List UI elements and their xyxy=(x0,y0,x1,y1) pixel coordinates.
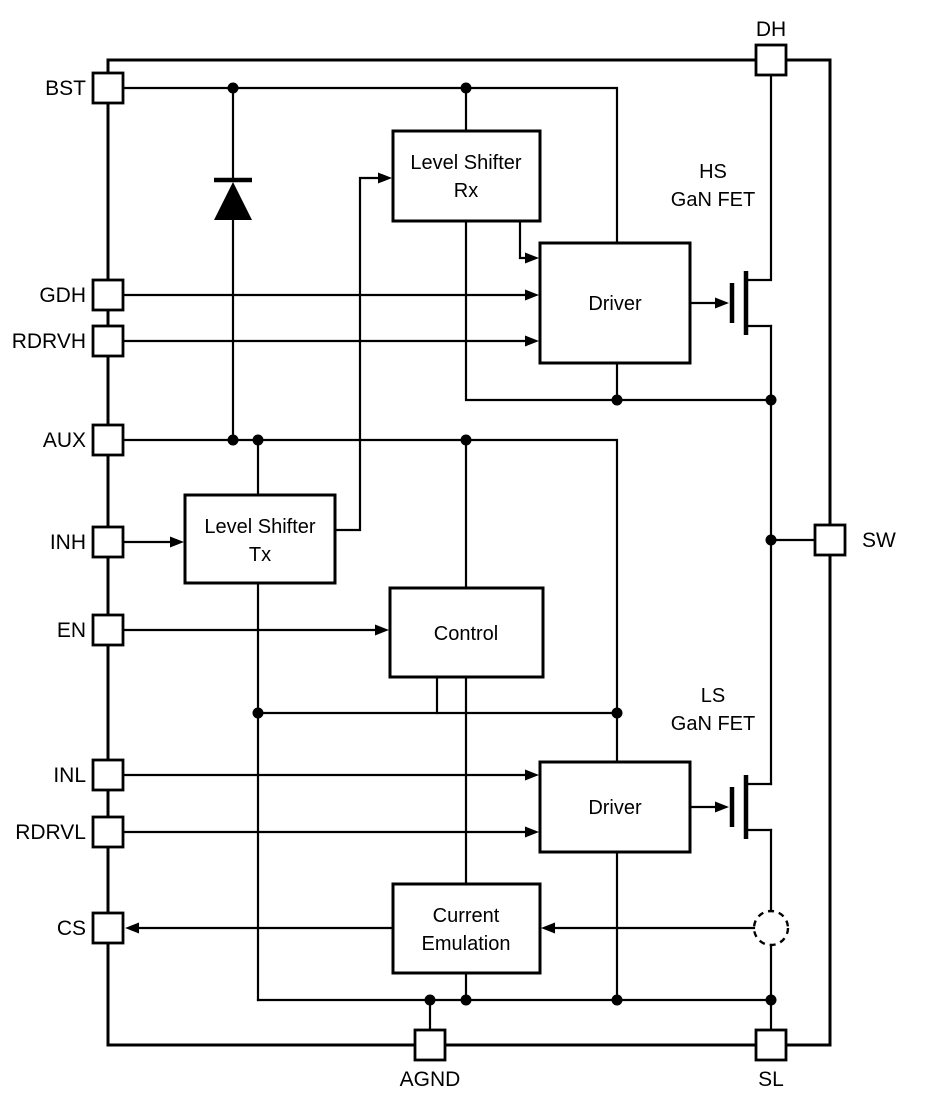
current-sensor-icon xyxy=(752,909,790,947)
junction-dot xyxy=(227,82,239,94)
block-level-shifter-rx xyxy=(391,129,542,223)
block-current-emulation xyxy=(391,882,542,975)
pin-sl-label: SL xyxy=(758,1068,784,1091)
en-arrowhead xyxy=(375,624,389,636)
block-hs-driver-label: Driver xyxy=(588,293,642,315)
rx-driver-arrowhead xyxy=(525,252,539,264)
pin-bst-terminal xyxy=(91,71,125,105)
pin-sw-label: SW xyxy=(862,529,896,552)
junction-dot xyxy=(227,434,239,446)
hs-gate-arrowhead xyxy=(715,297,729,309)
wire-tx-to-rx xyxy=(333,176,382,532)
ls-fet-label-line1: LS xyxy=(701,685,725,707)
ls-gate-arrowhead xyxy=(715,801,729,813)
pin-sw-terminal xyxy=(813,523,847,557)
junction-dot xyxy=(460,82,472,94)
block-ls-driver xyxy=(538,760,692,854)
pin-en-label: EN xyxy=(57,619,86,642)
block-level-shifter-tx xyxy=(183,493,337,585)
junction-dot xyxy=(252,707,264,719)
block-ls-driver-label: Driver xyxy=(588,797,642,819)
wire-hs-drain-dh xyxy=(744,73,773,282)
pin-gdh-label: GDH xyxy=(39,284,86,307)
pin-aux-terminal xyxy=(91,423,125,457)
wire-bst-rail xyxy=(121,86,619,245)
junction-dot xyxy=(460,994,472,1006)
hs-fet-label-line2: GaN FET xyxy=(671,189,755,211)
inl-arrowhead xyxy=(525,769,539,781)
junction-dot xyxy=(765,394,777,406)
pin-en-terminal xyxy=(91,613,125,647)
block-hs-driver xyxy=(538,241,692,365)
junction-dot xyxy=(252,434,264,446)
junction-dots xyxy=(227,82,777,1006)
blocks: Level Shifter Rx Driver Level Shifter Tx… xyxy=(183,129,692,975)
pin-bst-label: BST xyxy=(45,77,86,100)
block-level-shifter-rx-label-line1: Level Shifter xyxy=(410,152,522,174)
pin-cs-terminal xyxy=(91,911,125,945)
ls-gan-fet-symbol xyxy=(729,775,749,839)
pin-dh-label: DH xyxy=(756,18,786,41)
block-current-emulation-label-line1: Current xyxy=(433,905,500,927)
hs-gan-fet-symbol xyxy=(729,271,749,335)
pin-rdrvl-terminal xyxy=(91,815,125,849)
arrowheads xyxy=(125,172,729,934)
junction-dot xyxy=(611,994,623,1006)
wire-rx-sw-reference xyxy=(464,219,773,402)
junction-dot xyxy=(765,994,777,1006)
pin-dh-terminal xyxy=(754,43,788,77)
pin-agnd-terminal xyxy=(413,1028,447,1062)
tx-rx-arrowhead xyxy=(378,172,392,184)
rdrvh-arrowhead xyxy=(525,335,539,347)
rdrvl-arrowhead xyxy=(525,826,539,838)
pin-rdrvl-label: RDRVL xyxy=(15,821,86,844)
junction-dot xyxy=(765,534,777,546)
junction-dot xyxy=(460,434,472,446)
pin-inl-label: INL xyxy=(53,764,86,787)
pin-rdrvh-label: RDRVH xyxy=(12,330,86,353)
block-level-shifter-tx-label-line1: Level Shifter xyxy=(204,516,316,538)
pin-inh-label: INH xyxy=(50,531,86,554)
ls-fet-label-line2: GaN FET xyxy=(671,713,755,735)
pin-gdh-terminal xyxy=(91,278,125,312)
diode-triangle xyxy=(214,182,252,220)
junction-dot xyxy=(611,394,623,406)
junction-dot xyxy=(611,707,623,719)
pin-terminals xyxy=(91,43,847,1062)
pin-inh-terminal xyxy=(91,525,125,559)
wire-aux-rail xyxy=(121,438,619,764)
junction-dot xyxy=(424,994,436,1006)
pin-aux-label: AUX xyxy=(43,429,86,452)
block-control-label: Control xyxy=(434,623,498,645)
inh-arrowhead xyxy=(170,536,184,548)
pin-agnd-label: AGND xyxy=(400,1068,461,1091)
hs-fet-label-line1: HS xyxy=(699,161,727,183)
bootstrap-diode-icon xyxy=(214,177,252,220)
pin-rdrvh-terminal xyxy=(91,324,125,358)
pin-sl-terminal xyxy=(754,1028,788,1062)
block-control xyxy=(388,586,545,679)
cs-arrowhead xyxy=(125,922,139,934)
fet-labels: HS GaN FET LS GaN FET xyxy=(671,161,755,735)
gdh-arrowhead xyxy=(525,289,539,301)
pin-labels: BST GDH RDRVH AUX INH EN INL RDRVL CS DH… xyxy=(12,18,896,1091)
pin-inl-terminal xyxy=(91,758,125,792)
wires xyxy=(121,73,817,1032)
wire-rx-to-driver xyxy=(518,219,531,260)
block-level-shifter-rx-label-line2: Rx xyxy=(454,180,478,202)
sensor-ce-arrowhead xyxy=(541,922,555,934)
block-level-shifter-tx-label-line2: Tx xyxy=(249,544,271,566)
block-current-emulation-label-line2: Emulation xyxy=(422,933,511,955)
pin-cs-label: CS xyxy=(57,917,86,940)
